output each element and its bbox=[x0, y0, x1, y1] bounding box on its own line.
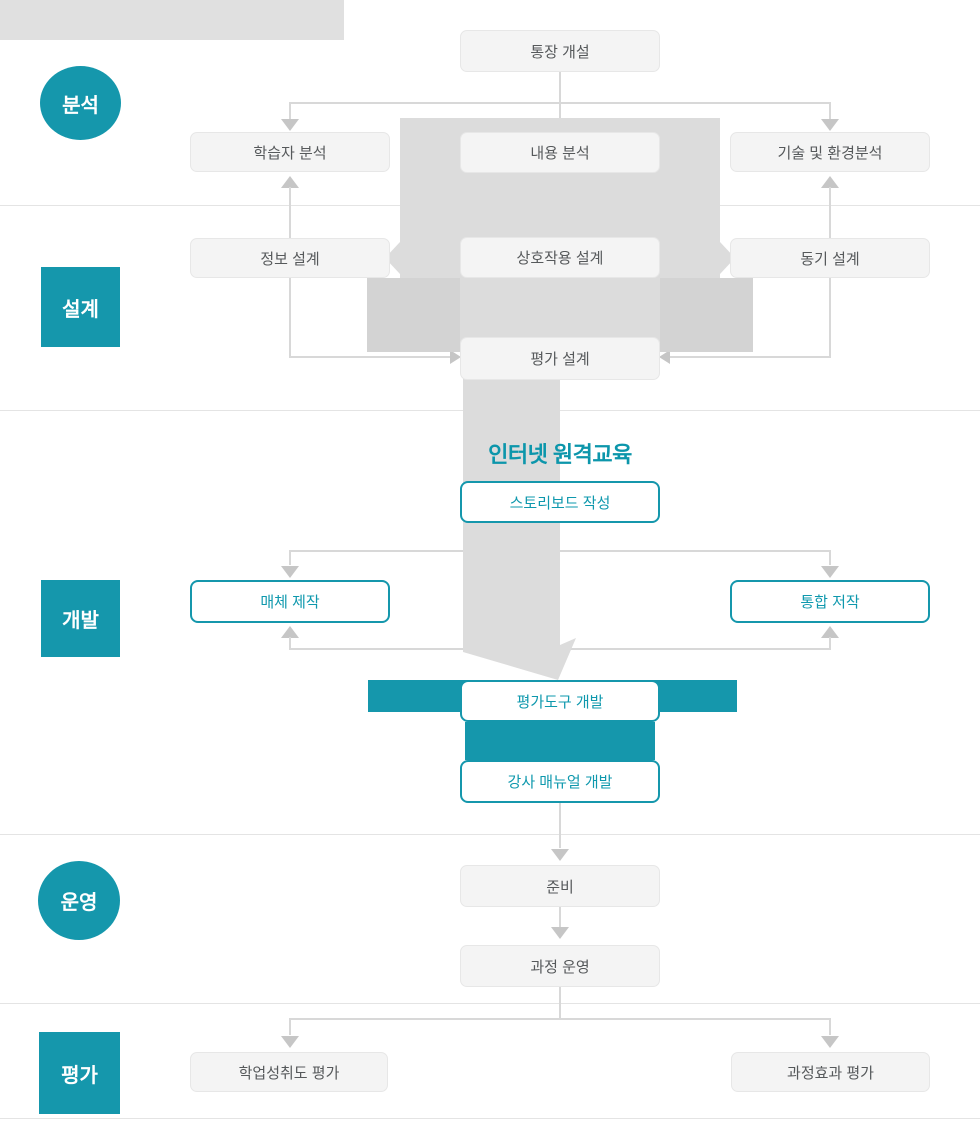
connector-line bbox=[559, 987, 561, 1020]
arrowhead-down bbox=[821, 119, 839, 131]
flow-shade-left bbox=[367, 278, 460, 352]
connector-line bbox=[289, 1019, 291, 1035]
stage-operation: 운영 bbox=[38, 861, 120, 940]
node-info-design: 정보 설계 bbox=[190, 238, 390, 278]
node-media-production: 매체 제작 bbox=[190, 580, 390, 623]
node-course-effect-evaluation: 과정효과 평가 bbox=[731, 1052, 930, 1092]
node-instructor-manual-dev: 강사 매뉴얼 개발 bbox=[460, 760, 660, 803]
node-tech-env-analysis: 기술 및 환경분석 bbox=[730, 132, 930, 172]
node-course-operation: 과정 운영 bbox=[460, 945, 660, 987]
arrowhead-down bbox=[281, 1036, 299, 1048]
connector-line bbox=[829, 1019, 831, 1035]
connector-line bbox=[559, 907, 561, 927]
arrowhead-up bbox=[281, 176, 299, 188]
stage-evaluation: 평가 bbox=[39, 1032, 120, 1114]
node-preparation: 준비 bbox=[460, 865, 660, 907]
section-divider bbox=[0, 834, 980, 835]
connector-line bbox=[289, 1018, 831, 1020]
node-motivation-design: 동기 설계 bbox=[730, 238, 930, 278]
arrowhead-down bbox=[551, 927, 569, 939]
connector-line bbox=[289, 187, 291, 238]
node-achievement-evaluation: 학업성취도 평가 bbox=[190, 1052, 388, 1092]
node-content-analysis: 내용 분석 bbox=[460, 132, 660, 173]
flow-shade-right bbox=[660, 278, 753, 352]
node-learner-analysis: 학습자 분석 bbox=[190, 132, 390, 172]
arrowhead-down bbox=[821, 1036, 839, 1048]
connector-line bbox=[289, 356, 451, 358]
evaluation-gray-band bbox=[0, 0, 344, 40]
connector-line bbox=[829, 551, 831, 565]
node-integrated-authoring: 통합 저작 bbox=[730, 580, 930, 623]
connector-line bbox=[669, 356, 831, 358]
connector-line bbox=[829, 103, 831, 119]
connector-line bbox=[829, 278, 831, 358]
connector-line bbox=[289, 637, 291, 649]
section-divider bbox=[0, 1118, 980, 1119]
node-account-opening: 통장 개설 bbox=[460, 30, 660, 72]
arrowhead-up bbox=[281, 626, 299, 638]
arrowhead-down bbox=[281, 566, 299, 578]
node-storyboard-writing: 스토리보드 작성 bbox=[460, 481, 660, 523]
arrowhead-up bbox=[821, 176, 839, 188]
node-evaluation-design: 평가 설계 bbox=[460, 337, 660, 380]
teal-connector-block bbox=[465, 722, 655, 760]
arrowhead-down bbox=[281, 119, 299, 131]
arrowhead-right bbox=[450, 350, 461, 364]
arrowhead-up bbox=[821, 626, 839, 638]
stage-development: 개발 bbox=[41, 580, 120, 657]
arrowhead-left bbox=[659, 350, 670, 364]
connector-line bbox=[829, 637, 831, 649]
connector-line bbox=[289, 551, 291, 565]
arrowhead-down bbox=[821, 566, 839, 578]
connector-line bbox=[559, 803, 561, 848]
connector-line bbox=[829, 187, 831, 238]
connector-line bbox=[289, 278, 291, 358]
connector-line bbox=[289, 103, 291, 119]
node-interaction-design: 상호작용 설계 bbox=[460, 237, 660, 278]
section-divider bbox=[0, 1003, 980, 1004]
stage-design: 설계 bbox=[41, 267, 120, 347]
node-evaluation-tool-dev: 평가도구 개발 bbox=[460, 680, 660, 722]
diagram-title: 인터넷 원격교육 bbox=[488, 442, 632, 467]
connector-line bbox=[559, 72, 561, 118]
stage-analysis: 분석 bbox=[40, 66, 121, 140]
arrowhead-down bbox=[551, 849, 569, 861]
connector-line bbox=[289, 102, 831, 104]
